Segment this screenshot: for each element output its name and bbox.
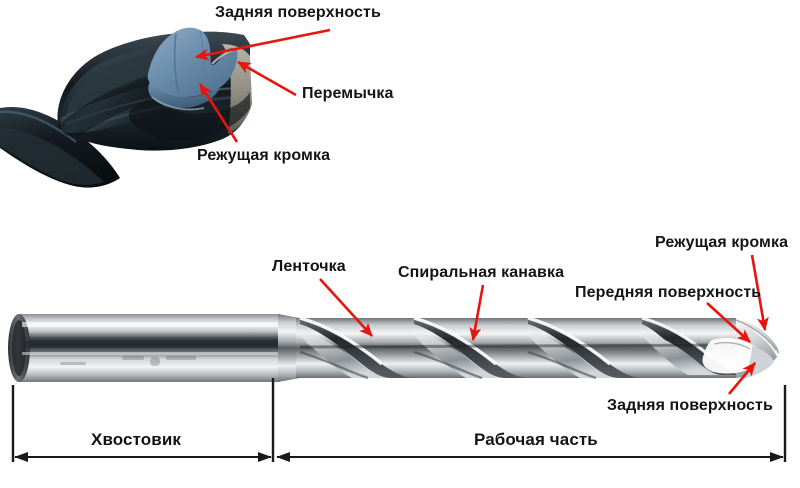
arrow-flank-surface bbox=[194, 28, 331, 61]
label-flank-surface-2: Задняя поверхность bbox=[607, 397, 773, 414]
arrow-chisel-edge bbox=[237, 60, 297, 97]
dimension-label-shank: Хвостовик bbox=[91, 430, 181, 449]
dimension-label-working-part: Рабочая часть bbox=[474, 430, 598, 449]
label-rake-face: Передняя поверхность bbox=[575, 284, 762, 301]
full-drill-bit-art bbox=[8, 314, 780, 382]
arrow-rake-face bbox=[706, 302, 751, 343]
dimension-lines bbox=[11, 378, 787, 463]
top-photo-arrows bbox=[194, 28, 331, 143]
label-chisel-edge: Перемычка bbox=[302, 85, 394, 102]
arrow-flank-surface-2 bbox=[728, 362, 756, 395]
label-margin: Ленточка bbox=[272, 258, 346, 275]
bottom-diagram-arrows bbox=[319, 254, 769, 395]
label-cutting-edge-2: Режущая кромка bbox=[655, 234, 789, 251]
label-cutting-edge: Режущая кромка bbox=[197, 147, 331, 164]
margin-ribbons bbox=[299, 316, 714, 366]
arrow-margin bbox=[319, 278, 373, 337]
arrow-cutting-edge-2 bbox=[750, 254, 769, 332]
label-helical-flute: Спиральная канавка bbox=[398, 264, 565, 281]
arrow-cutting-edge bbox=[198, 83, 239, 143]
arrow-helical-flute bbox=[469, 284, 485, 342]
label-flank-surface: Задняя поверхность bbox=[215, 4, 381, 21]
helix-lands bbox=[300, 330, 722, 378]
